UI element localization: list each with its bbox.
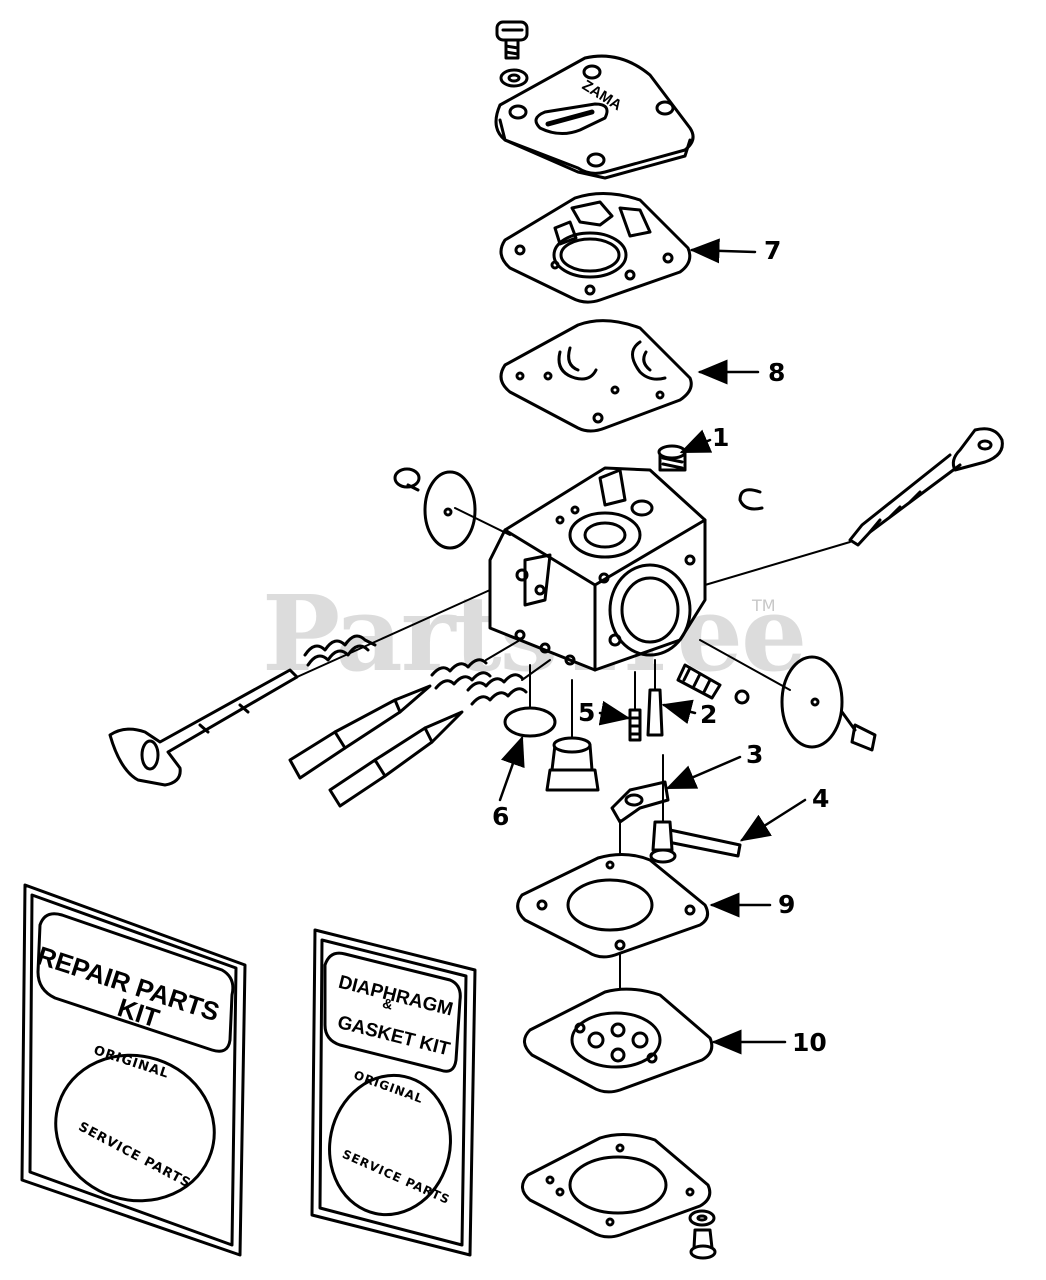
carburetor-body (488, 466, 707, 672)
callout-6: 6 (492, 802, 510, 831)
gasket-9 (516, 853, 710, 959)
lever-pin (666, 828, 742, 858)
throttle-shaft-right (704, 427, 1004, 586)
callout-10: 10 (792, 1028, 827, 1057)
arrow-3 (665, 755, 742, 790)
throttle-plate-right (699, 639, 877, 752)
arrow-1 (679, 429, 713, 454)
metering-lever (610, 780, 670, 824)
metering-cover (494, 54, 695, 180)
watermark-trademark: TM (752, 596, 776, 615)
callout-1: 1 (712, 423, 730, 452)
arrow-7 (689, 238, 757, 264)
bottom-screw (688, 1209, 717, 1260)
choke-plate-left (393, 467, 511, 550)
fitting-assembly (545, 679, 600, 792)
gasket-8 (499, 319, 693, 433)
welch-plug (503, 706, 557, 738)
idle-speed-screw (676, 663, 750, 705)
arrow-5 (598, 700, 631, 726)
callout-5: 5 (578, 698, 596, 727)
arrow-2 (661, 699, 697, 724)
mixture-needle-low (328, 659, 551, 808)
e-clip (738, 488, 764, 511)
callout-3: 3 (746, 740, 764, 769)
lever-screw (649, 754, 677, 864)
arrow-6 (498, 735, 525, 802)
repair-parts-kit-card (20, 883, 247, 1257)
gasket-7 (499, 191, 692, 304)
metering-spring (628, 671, 642, 742)
inlet-screen-cap (657, 444, 687, 472)
choke-shaft-left (108, 589, 491, 787)
diaphragm-gasket-kit-card (310, 928, 477, 1257)
mixture-needle-high (288, 639, 521, 780)
callout-9: 9 (778, 890, 796, 919)
inlet-needle (646, 659, 664, 737)
callout-8: 8 (768, 358, 786, 387)
callout-2: 2 (700, 700, 718, 729)
callout-7: 7 (764, 236, 782, 265)
cover-screw (495, 20, 529, 88)
pump-diaphragm (521, 1133, 712, 1239)
arrow-4 (739, 798, 807, 842)
diaphragm-10 (523, 987, 714, 1094)
callout-4: 4 (812, 784, 830, 813)
